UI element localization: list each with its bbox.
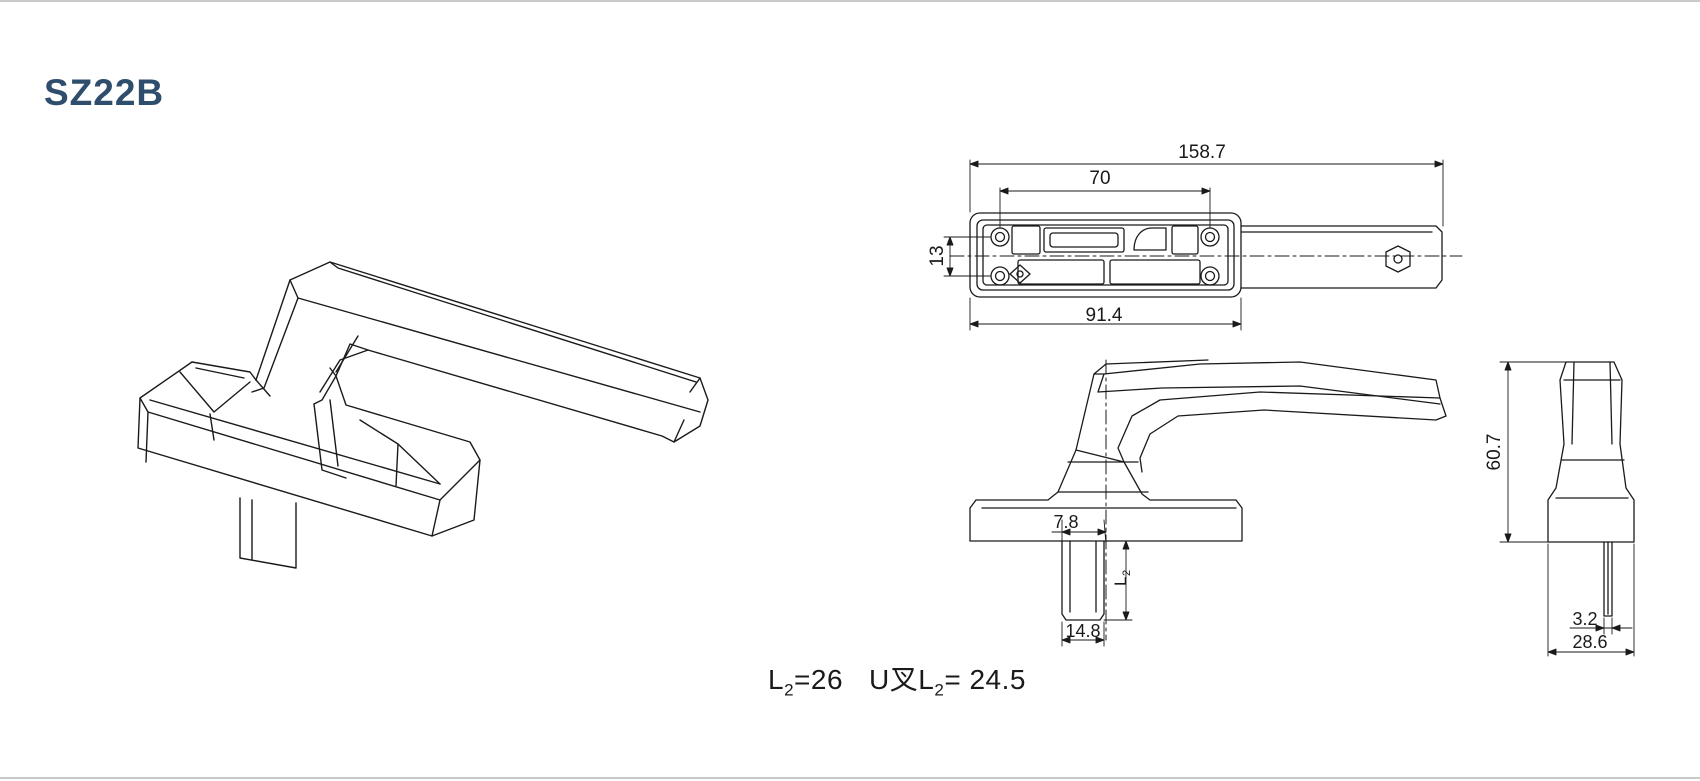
top-view xyxy=(969,212,1443,298)
dim-spindle-offset: 7.8 xyxy=(1053,512,1078,532)
side-view xyxy=(1547,361,1635,617)
front-view xyxy=(969,359,1447,621)
dim-hole-spacing: 70 xyxy=(1089,168,1110,189)
formula-u-fork-sub: 2 xyxy=(934,680,945,700)
dim-spindle-width: 14.8 xyxy=(1065,621,1100,641)
side-view-dimension-lines xyxy=(1499,361,1635,657)
svg-text:2: 2 xyxy=(1121,570,1133,576)
formula-l2-value: =26 xyxy=(794,664,844,695)
dim-spindle-thickness: 3.2 xyxy=(1572,609,1597,629)
isometric-handle-view xyxy=(137,261,709,569)
product-title: SZ22B xyxy=(44,72,165,113)
dim-base-length: 91.4 xyxy=(1086,305,1123,326)
bottom-rule xyxy=(0,777,1700,779)
dim-base-depth: 28.6 xyxy=(1572,632,1607,652)
top-view-dimension-lines xyxy=(943,159,1444,331)
front-view-dimension-lines xyxy=(1051,519,1133,647)
dim-height: 60.7 xyxy=(1484,434,1505,471)
formula-l2-sub: 2 xyxy=(784,680,795,700)
svg-text:L: L xyxy=(1111,577,1130,586)
top-rule xyxy=(0,0,1700,2)
formula-u-fork-prefix: U叉L xyxy=(869,664,935,695)
dim-base-width: 13 xyxy=(927,245,948,266)
formula-u-fork-value: = 24.5 xyxy=(944,664,1026,695)
formula-l2-prefix: L xyxy=(768,664,785,695)
dim-spindle-length: L 2 xyxy=(1111,570,1133,586)
dim-overall-length: 158.7 xyxy=(1178,142,1226,163)
